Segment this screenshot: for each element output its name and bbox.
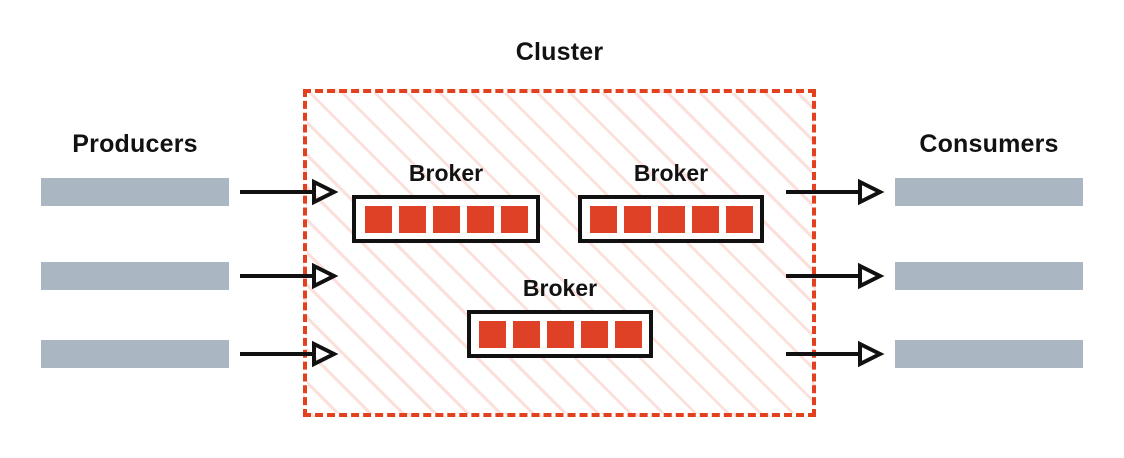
partition bbox=[500, 205, 528, 233]
consumer-node-1 bbox=[895, 178, 1083, 206]
partition bbox=[364, 205, 392, 233]
partition bbox=[546, 320, 574, 348]
consumer-node-2 bbox=[895, 262, 1083, 290]
partition bbox=[478, 320, 506, 348]
partition bbox=[432, 205, 460, 233]
cluster-boundary bbox=[303, 89, 816, 417]
producer-to-cluster-arrow-3 bbox=[240, 340, 339, 368]
partition bbox=[725, 205, 753, 233]
consumer-node-3 bbox=[895, 340, 1083, 368]
broker-2-partitions bbox=[578, 195, 764, 243]
broker-2-label: Broker bbox=[633, 160, 709, 186]
producers-title: Producers bbox=[72, 130, 198, 158]
consumers-title: Consumers bbox=[919, 130, 1059, 158]
partition bbox=[691, 205, 719, 233]
cluster-title: Cluster bbox=[515, 38, 604, 66]
partition bbox=[398, 205, 426, 233]
broker-1-label: Broker bbox=[408, 160, 484, 186]
producer-node-2 bbox=[41, 262, 229, 290]
producer-node-1 bbox=[41, 178, 229, 206]
broker-3-label: Broker bbox=[522, 275, 598, 301]
partition bbox=[466, 205, 494, 233]
partition bbox=[623, 205, 651, 233]
producer-to-cluster-arrow-2 bbox=[240, 262, 339, 290]
partition bbox=[614, 320, 642, 348]
partition bbox=[589, 205, 617, 233]
producer-to-cluster-arrow-1 bbox=[240, 178, 339, 206]
cluster-to-consumer-arrow-1 bbox=[786, 178, 885, 206]
cluster-to-consumer-arrow-2 bbox=[786, 262, 885, 290]
broker-3-partitions bbox=[467, 310, 653, 358]
partition bbox=[657, 205, 685, 233]
partition bbox=[512, 320, 540, 348]
producer-node-3 bbox=[41, 340, 229, 368]
partition bbox=[580, 320, 608, 348]
broker-1-partitions bbox=[352, 195, 540, 243]
cluster-to-consumer-arrow-3 bbox=[786, 340, 885, 368]
